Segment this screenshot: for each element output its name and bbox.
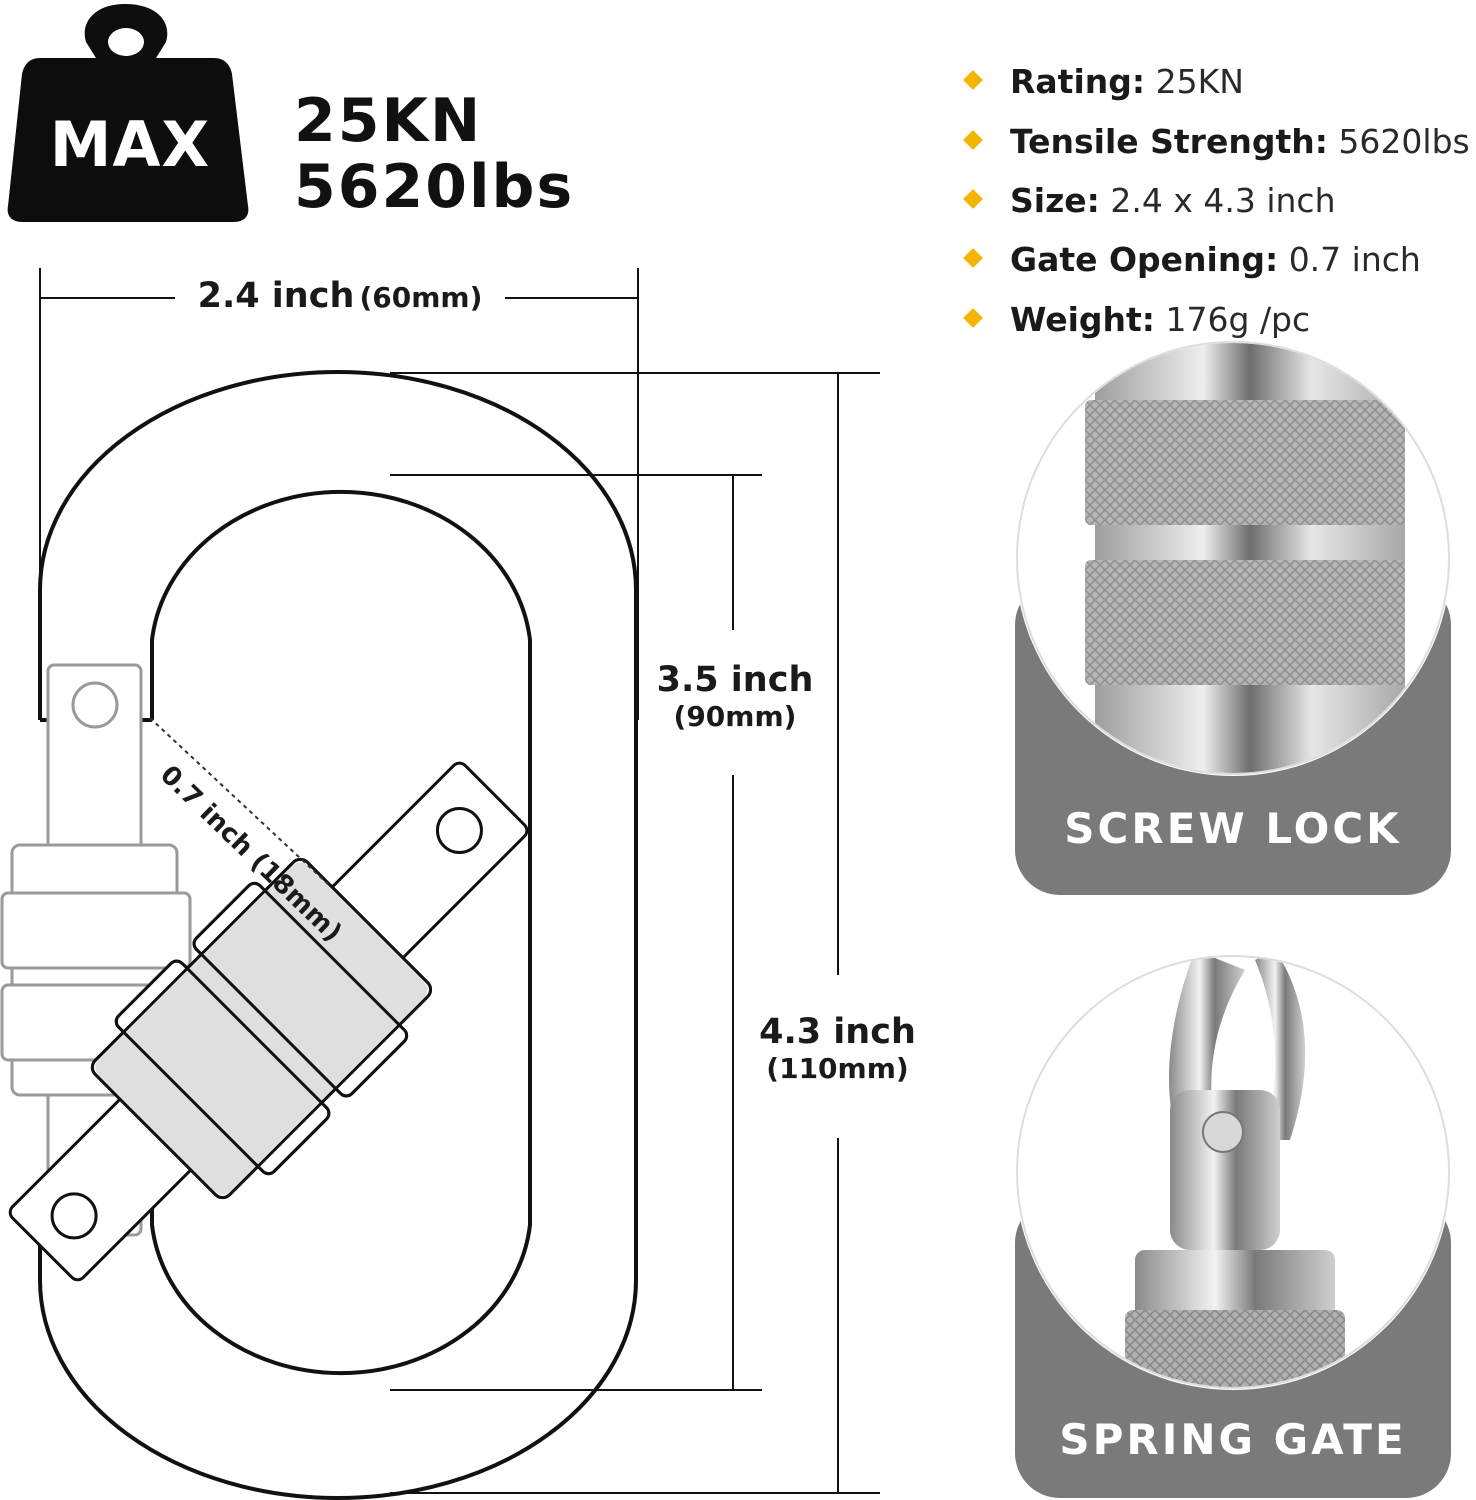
carabiner-diagram [0,268,880,1500]
spec-key: Size: [1010,181,1100,220]
spec-value: 0.7 inch [1288,240,1421,279]
screw-lock-label: SCREW LOCK [1064,804,1402,853]
diamond-bullet-icon [963,188,983,209]
spec-key: Gate Opening: [1010,240,1279,279]
spring-gate-label: SPRING GATE [1059,1415,1407,1464]
spec-value: 2.4 x 4.3 inch [1110,181,1336,220]
spec-key: Rating: [1010,62,1146,101]
spring-gate-card [1015,954,1451,1498]
weight-icon [7,4,249,222]
diamond-bullet-icon [963,247,983,268]
spec-key: Weight: [1010,300,1156,339]
carabiner-outer-outline [38,370,638,1500]
spec-key: Tensile Strength: [1010,122,1328,161]
spec-gate-opening: Gate Opening: 0.7 inch [963,240,1421,279]
spec-size: Size: 2.4 x 4.3 inch [963,181,1336,220]
spec-value: 176g /pc [1165,300,1311,339]
spec-value: 25KN [1155,62,1244,101]
closed-gate [0,663,192,1237]
spec-rating: Rating: 25KN [963,62,1244,101]
diamond-bullet-icon [963,307,983,328]
diamond-bullet-icon [963,129,983,150]
carabiner-inner-outline [150,489,532,1376]
rating-lbs: 5620lbs [294,152,575,222]
screw-lock-card [1015,340,1451,895]
inner-height-dimension-label: 3.5 inch (90mm) [656,660,814,733]
rating-kn: 25KN [294,86,483,156]
spec-tensile: Tensile Strength: 5620lbs [963,122,1470,161]
outer-height-dimension-label: 4.3 inch (110mm) [759,1012,916,1085]
spec-value: 5620lbs [1338,122,1470,161]
max-label: MAX [49,108,211,181]
diamond-bullet-icon [963,69,983,90]
width-dimension-label: 2.4 inch (60mm) [197,276,483,316]
spec-weight: Weight: 176g /pc [963,300,1311,339]
